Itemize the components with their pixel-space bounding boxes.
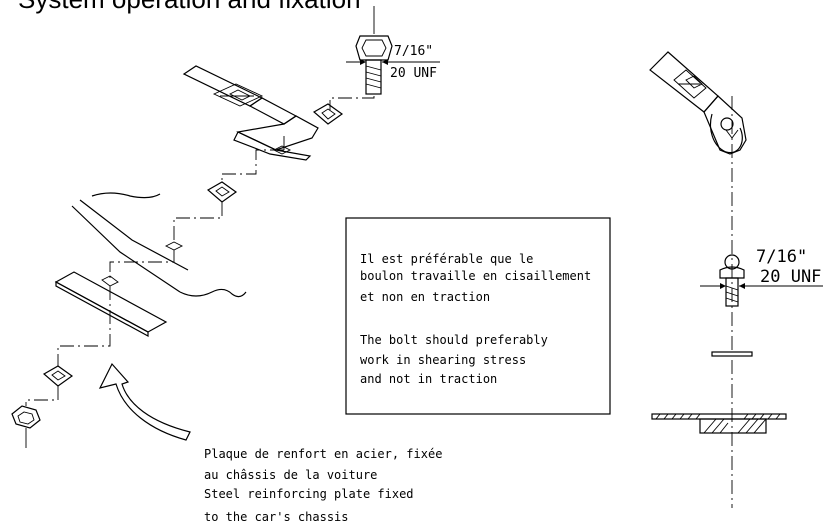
dimension-label-top-right: 7/16" xyxy=(756,247,807,267)
washer-upper xyxy=(312,103,344,125)
page-title: System operation and fixation xyxy=(18,0,361,14)
dimension-label-bottom-right: 20 UNF xyxy=(760,267,821,287)
note-box: Il est préférable que le boulon travaill… xyxy=(345,217,611,415)
eye-bolt-right xyxy=(719,254,745,307)
left-exploded-assembly: 7/16" 20 UNF xyxy=(11,6,440,448)
washer-side xyxy=(711,351,753,357)
caption-line-3: Steel reinforcing plate fixed xyxy=(204,487,414,501)
plate-section xyxy=(651,413,787,434)
note-fr-line-2: boulon travaille en cisaillement xyxy=(360,269,591,283)
tow-bracket-top xyxy=(182,65,319,161)
dimension-label-top: 7/16" xyxy=(394,44,433,59)
caption: Plaque de renfort en acier, fixée au châ… xyxy=(204,447,442,524)
tow-bracket-side xyxy=(649,51,747,155)
hex-bolt-left xyxy=(355,35,393,95)
reinforcing-plate xyxy=(54,271,168,338)
note-en-line-3: and not in traction xyxy=(360,372,497,386)
caption-line-4: to the car's chassis xyxy=(204,510,349,524)
note-en-line-2: work in shearing stress xyxy=(360,353,526,367)
caption-line-1: Plaque de renfort en acier, fixée xyxy=(204,447,442,461)
bolt-dimension-right: 7/16" 20 UNF xyxy=(700,247,823,289)
washer-lower xyxy=(42,365,74,387)
dimension-label-bottom: 20 UNF xyxy=(390,66,437,81)
chassis-hole xyxy=(164,241,184,251)
curved-arrow xyxy=(98,362,191,441)
chassis-panel xyxy=(71,192,247,298)
note-fr-line-1: Il est préférable que le xyxy=(360,252,533,266)
note-fr-line-3: et non en traction xyxy=(360,290,490,304)
bolt-dimension-left: 7/16" 20 UNF xyxy=(346,44,440,81)
note-en-line-1: The bolt should preferably xyxy=(360,333,548,347)
right-side-view: 7/16" 20 UNF xyxy=(649,51,823,508)
washer-middle xyxy=(206,181,238,203)
hex-nut-left xyxy=(11,405,41,448)
caption-line-2: au châssis de la voiture xyxy=(204,468,377,482)
